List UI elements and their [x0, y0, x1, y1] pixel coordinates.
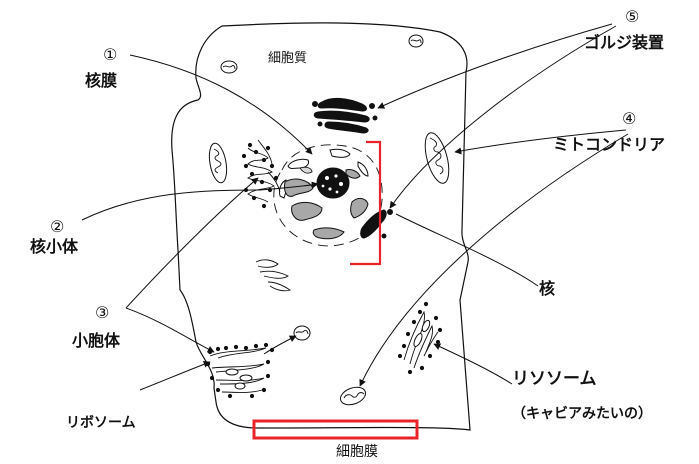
label-nucleolus-number: ②	[50, 217, 64, 236]
label-mitochondria: ミトコンドリア	[553, 135, 665, 154]
label-mitochondria-number: ④	[622, 109, 636, 128]
label-er-number: ③	[95, 303, 109, 322]
label-golgi-number: ⑤	[625, 7, 639, 26]
nucleus	[273, 144, 393, 247]
endoplasmic-reticulum-lower	[205, 342, 275, 399]
label-lysosome-note: （キャビアみたいの）	[512, 406, 652, 422]
vesicle-top-right	[408, 34, 424, 48]
label-golgi: ゴルジ装置	[584, 33, 664, 52]
nuclear-envelope-highlight	[350, 140, 382, 266]
golgi-apparatus	[312, 97, 378, 134]
vesicle-top-left	[220, 60, 238, 74]
label-nucleolus: 核小体	[30, 237, 79, 256]
leader-lines	[81, 23, 629, 391]
label-nucleus: 核	[539, 279, 555, 298]
vesicle-mid	[293, 325, 311, 341]
label-ribosome: リボソーム	[66, 415, 136, 431]
endoplasmic-reticulum-upper	[241, 139, 281, 209]
lysosome	[397, 301, 443, 375]
mitochondrion-left	[208, 142, 228, 184]
nucleolus	[316, 167, 350, 199]
label-cytoplasm: 細胞質	[268, 51, 307, 66]
label-lysosome: リソソーム	[512, 369, 597, 389]
label-nuclear-envelope: 核膜	[85, 71, 117, 90]
endoplasmic-reticulum-middle	[255, 259, 292, 292]
label-er: 小胞体	[72, 331, 121, 350]
cell-outline	[171, 22, 471, 431]
mitochondrion-right	[424, 132, 450, 184]
label-cell-membrane: 細胞膜	[336, 444, 378, 460]
label-nuclear-envelope-number: ①	[103, 45, 117, 64]
mitochondrion-bottom	[339, 386, 367, 406]
cell-membrane-highlight	[252, 419, 419, 440]
